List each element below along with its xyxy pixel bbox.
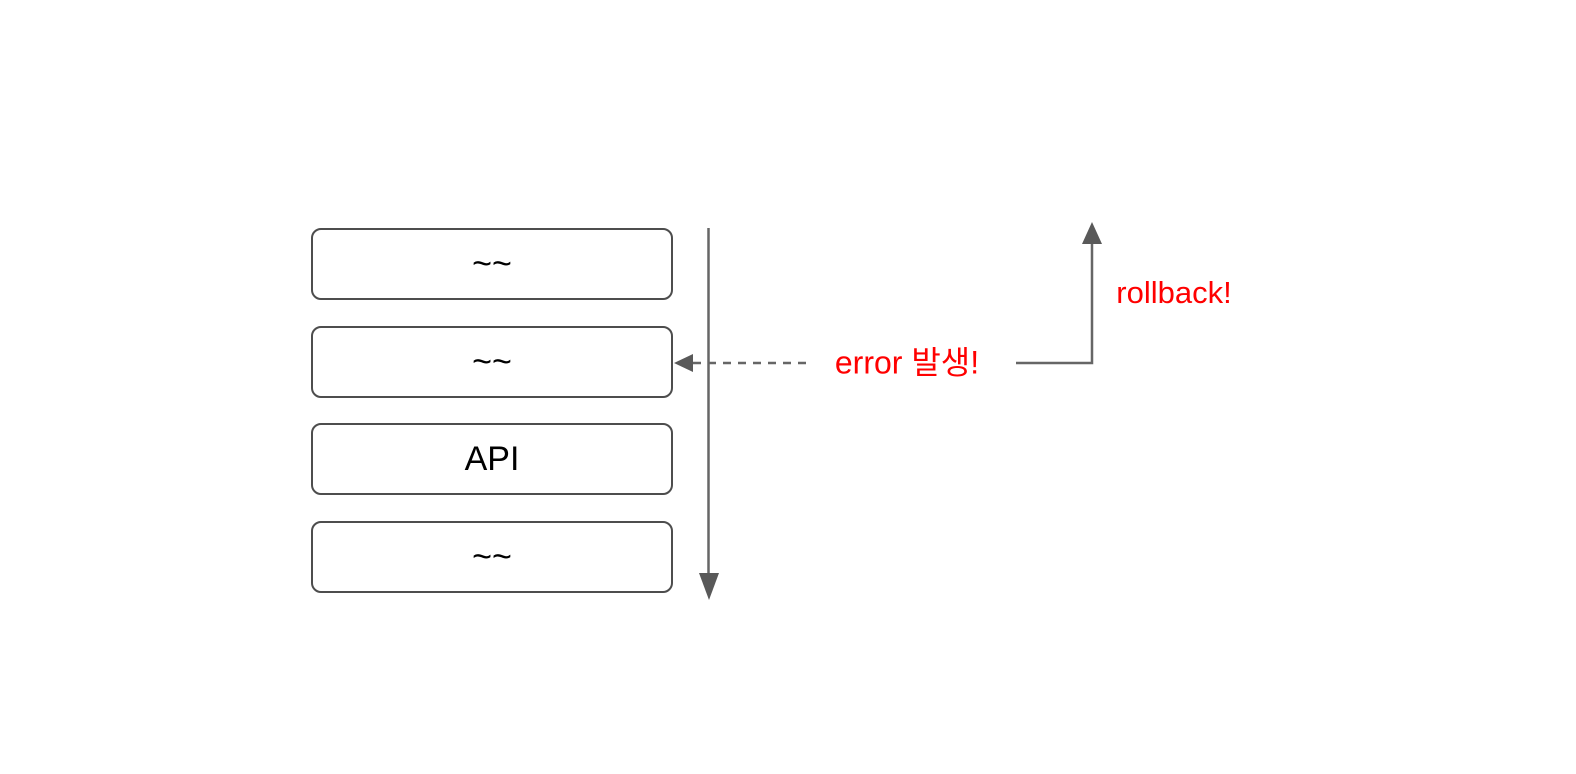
error-left-arrowhead-icon — [674, 354, 693, 372]
rollback-up-arrowhead-icon — [1082, 222, 1102, 244]
flow-box-api-label: API — [464, 440, 520, 478]
flow-box-1: ~~ — [311, 228, 673, 300]
flow-box-4-label: ~~ — [472, 538, 512, 576]
timeline-down-arrowhead-icon — [699, 573, 719, 600]
rollback-line — [1016, 243, 1094, 365]
flow-box-2: ~~ — [311, 326, 673, 398]
error-label: error 발생! — [834, 344, 980, 381]
flow-box-4: ~~ — [311, 521, 673, 593]
rollback-label: rollback! — [1116, 274, 1232, 310]
flow-box-api: API — [311, 423, 673, 495]
flow-box-1-label: ~~ — [472, 245, 512, 283]
flow-box-2-label: ~~ — [472, 343, 512, 381]
